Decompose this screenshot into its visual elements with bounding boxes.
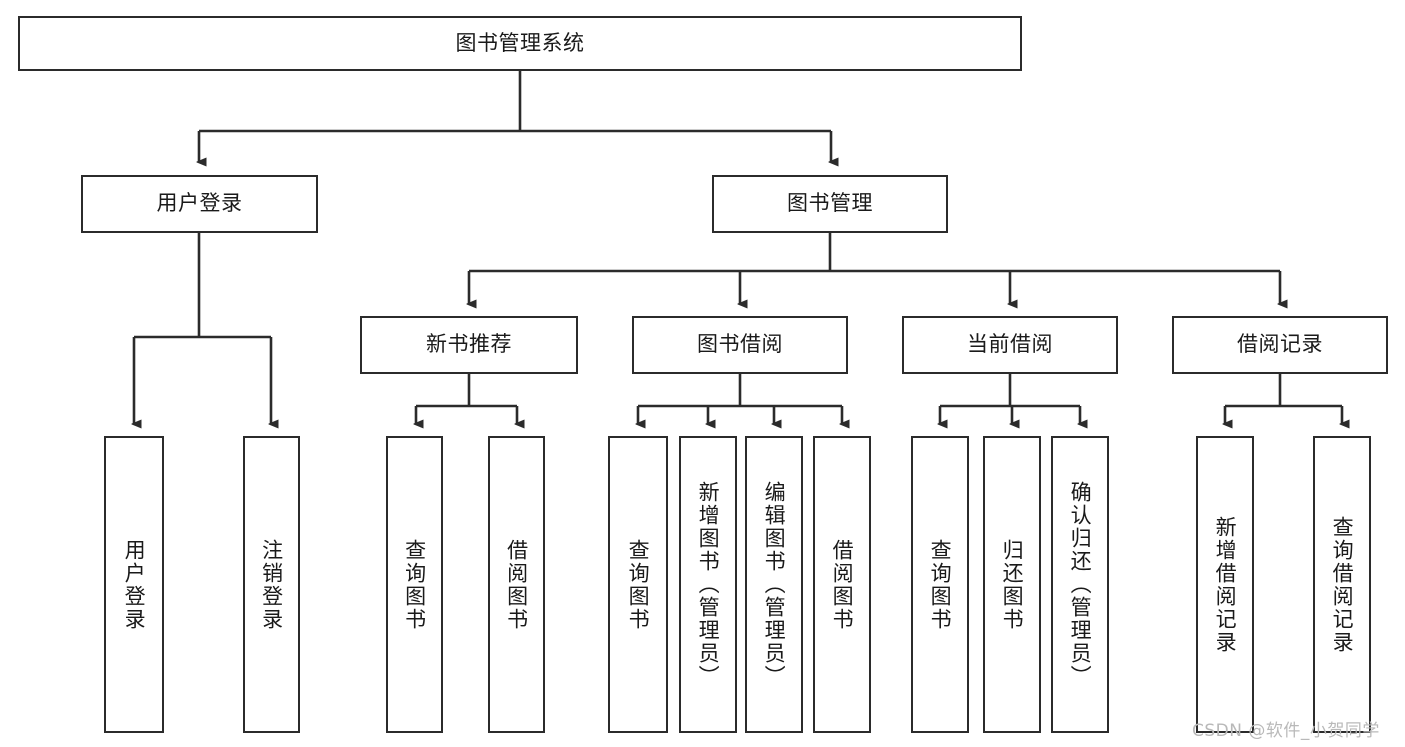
- leaf-node-user-login[interactable]: 用户登录: [104, 436, 164, 733]
- node-borrow-record[interactable]: 借阅记录: [1172, 316, 1388, 374]
- leaf-node-add-book-admin[interactable]: 新增图书（管理员）: [679, 436, 737, 733]
- node-new-book-recommend[interactable]: 新书推荐: [360, 316, 578, 374]
- node-label: 图书管理: [787, 191, 873, 216]
- node-label: 图书管理系统: [455, 30, 585, 55]
- leaf-node-logout-login[interactable]: 注销登录: [243, 436, 300, 733]
- leaf-node-query-book-recommend[interactable]: 查询图书: [386, 436, 443, 733]
- leaf-node-borrow-book[interactable]: 借阅图书: [813, 436, 871, 733]
- node-label: 归还图书: [1000, 538, 1025, 631]
- node-label: 查询图书: [928, 538, 953, 631]
- node-label: 当前借阅: [967, 332, 1053, 357]
- node-user-login[interactable]: 用户登录: [81, 175, 318, 233]
- edges-borrow-record-to-leaves: [1225, 374, 1342, 424]
- node-label: 借阅图书: [830, 538, 855, 631]
- leaf-node-query-borrow-record[interactable]: 查询借阅记录: [1313, 436, 1371, 733]
- node-label: 图书借阅: [697, 332, 783, 357]
- node-label: 注销登录: [259, 538, 284, 631]
- watermark-text: CSDN @软件_小贺同学: [1192, 721, 1380, 741]
- leaf-node-return-book[interactable]: 归还图书: [983, 436, 1041, 733]
- edges-new-book-recommend-to-leaves: [416, 374, 517, 424]
- node-label: 查询图书: [626, 538, 651, 631]
- edges-book-mgmt-to-level3: [469, 233, 1280, 304]
- node-label: 编辑图书（管理员）: [762, 481, 787, 688]
- node-current-borrow[interactable]: 当前借阅: [902, 316, 1118, 374]
- node-book-management[interactable]: 图书管理: [712, 175, 948, 233]
- leaf-node-edit-book-admin[interactable]: 编辑图书（管理员）: [745, 436, 803, 733]
- node-label: 借阅记录: [1237, 332, 1323, 357]
- leaf-node-query-book-borrow[interactable]: 查询图书: [608, 436, 668, 733]
- node-label: 借阅图书: [504, 538, 529, 631]
- node-label: 新增借阅记录: [1213, 515, 1238, 654]
- node-label: 确认归还（管理员）: [1068, 481, 1093, 688]
- node-label: 新书推荐: [426, 332, 512, 357]
- edges-book-borrow-to-leaves: [638, 374, 842, 424]
- node-root-book-management-system[interactable]: 图书管理系统: [18, 16, 1022, 71]
- leaf-node-borrow-book-recommend[interactable]: 借阅图书: [488, 436, 545, 733]
- node-label: 用户登录: [156, 191, 243, 216]
- node-label: 查询图书: [402, 538, 427, 631]
- edges-user-login-to-leaves: [134, 233, 271, 424]
- node-label: 查询借阅记录: [1330, 515, 1355, 654]
- node-book-borrow[interactable]: 图书借阅: [632, 316, 848, 374]
- edges-root-to-level2: [199, 71, 831, 162]
- node-label: 新增图书（管理员）: [696, 481, 721, 688]
- leaf-node-query-book-current[interactable]: 查询图书: [911, 436, 969, 733]
- leaf-node-confirm-return-admin[interactable]: 确认归还（管理员）: [1051, 436, 1109, 733]
- edges-current-borrow-to-leaves: [940, 374, 1080, 424]
- node-label: 用户登录: [122, 538, 147, 631]
- leaf-node-add-borrow-record[interactable]: 新增借阅记录: [1196, 436, 1254, 733]
